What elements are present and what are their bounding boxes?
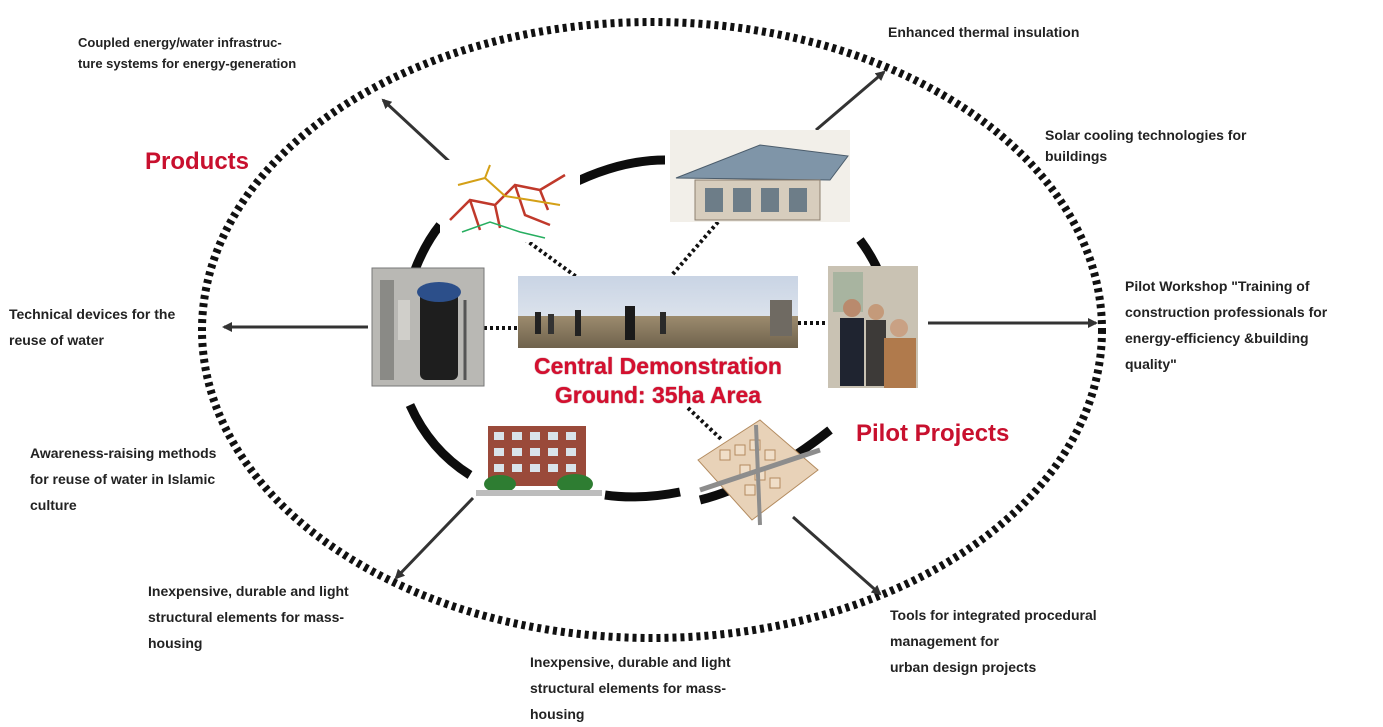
label-coupled-infrastructure: Coupled energy/water infrastruc- ture sy… <box>78 35 297 71</box>
label-technical-devices: Technical devices for the reuse of water <box>9 306 176 348</box>
solar-building-image <box>670 130 850 222</box>
label-structural-elements-bottom: Inexpensive, durable and light structura… <box>530 654 731 722</box>
workshop-people-image <box>828 266 918 388</box>
arrows <box>222 70 1098 596</box>
infrastructure-map-image <box>440 160 580 242</box>
label-structural-elements-left: Inexpensive, durable and light structura… <box>148 583 349 651</box>
pilot-projects-label: Pilot Projects <box>856 420 1010 447</box>
label-integrated-tools: Tools for integrated procedural manageme… <box>890 607 1097 675</box>
water-device-image <box>371 267 485 387</box>
demo-ground-image <box>518 276 798 348</box>
urban-plan-image <box>697 419 821 526</box>
label-awareness-raising: Awareness-raising methods for reuse of w… <box>30 445 217 513</box>
label-solar-cooling: Solar cooling technologies for buildings <box>1045 127 1247 164</box>
outer-dotted-ring <box>198 18 1106 642</box>
center-title: Central Demonstration Ground: 35ha Area <box>534 353 782 408</box>
products-label: Products <box>145 148 250 175</box>
label-pilot-workshop: Pilot Workshop "Training of construction… <box>1125 278 1328 372</box>
label-thermal-insulation: Enhanced thermal insulation <box>888 24 1080 40</box>
apartment-building-image <box>476 420 602 500</box>
